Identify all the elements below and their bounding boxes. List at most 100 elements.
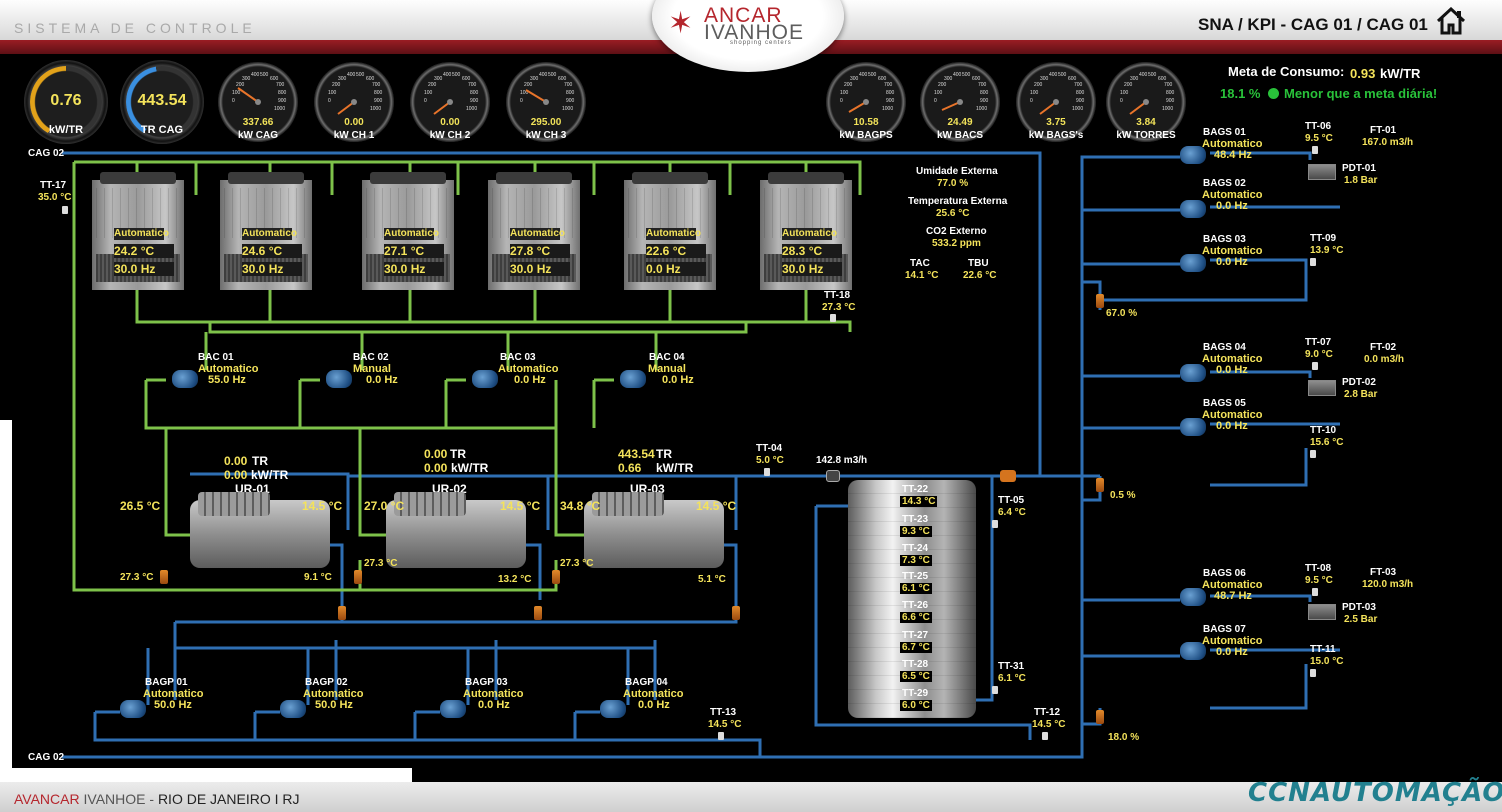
cag-top-label: CAG 02 <box>28 148 65 159</box>
tt18-value: 27.3 °C <box>822 302 856 313</box>
status-ok-icon <box>1268 88 1279 99</box>
bac-02-name: BAC 02 <box>353 352 389 363</box>
main-valve-icon[interactable] <box>1000 470 1016 482</box>
bags-03-pump-icon[interactable] <box>1180 254 1206 272</box>
bags-03-mode: Automatico <box>1202 245 1263 257</box>
loop1-valve-icon[interactable] <box>1096 294 1104 308</box>
loop1-tt-in-sensor-icon <box>1312 146 1318 154</box>
dial-tick-label: 700 <box>884 82 893 88</box>
loop2-pdt-icon <box>1308 380 1336 396</box>
loop2-pdt-value: 2.8 Bar <box>1344 389 1378 400</box>
tt12-sensor-icon <box>1042 732 1048 740</box>
bac-02-pump-icon[interactable] <box>326 370 352 388</box>
bac-03-name: BAC 03 <box>500 352 536 363</box>
bags-01-pump-icon[interactable] <box>1180 146 1206 164</box>
bags-03-name: BAGS 03 <box>1203 234 1246 245</box>
loop3-pdt-icon <box>1308 604 1336 620</box>
valve-icon[interactable] <box>552 570 560 584</box>
bags-07-pump-icon[interactable] <box>1180 642 1206 660</box>
bags-05-name: BAGS 05 <box>1203 398 1246 409</box>
bags-02-pump-icon[interactable] <box>1180 200 1206 218</box>
tt12-name: TT-12 <box>1034 707 1061 718</box>
gauge-kw-tr: 0.76 kW/TR <box>24 60 108 144</box>
tower-1-mode: Automatico <box>114 228 169 240</box>
chiller-ur03[interactable] <box>584 492 724 568</box>
ur03-cond-out: 27.3 °C <box>560 558 594 569</box>
dial-tick-label: 900 <box>566 98 575 104</box>
loop3-tt-out-name: TT-11 <box>1310 644 1336 655</box>
dial-tick-label: 600 <box>878 76 887 82</box>
loop2-valve-icon[interactable] <box>1096 478 1104 492</box>
tower-3-freq: 30.0 Hz <box>384 262 444 276</box>
tower-5-temp: 22.6 °C <box>646 244 706 258</box>
bac-02-mode: Manual <box>353 363 391 375</box>
flow-meter-icon <box>826 470 840 482</box>
tower-2-freq: 30.0 Hz <box>242 262 302 276</box>
bagp-04-name: BAGP 04 <box>625 677 668 688</box>
valve-icon[interactable] <box>354 570 362 584</box>
bac-04-pump-icon[interactable] <box>620 370 646 388</box>
bagp-02-pump-icon[interactable] <box>280 700 306 718</box>
brand-part1: CCN <box>1248 778 1311 808</box>
loop3-ft-value: 120.0 m3/h <box>1362 579 1414 590</box>
dial-tick-label: 800 <box>278 90 287 96</box>
footer-city: RIO DE JANEIRO I RJ <box>157 791 300 807</box>
cooling-tower-2[interactable]: Automatico 24.6 °C 30.0 Hz <box>220 172 312 290</box>
cooling-tower-4[interactable]: Automatico 27.8 °C 30.0 Hz <box>488 172 580 290</box>
bagp-01-name: BAGP 01 <box>145 677 188 688</box>
valve-icon[interactable] <box>160 570 168 584</box>
bags-04-pump-icon[interactable] <box>1180 364 1206 382</box>
dial-tick-label: 400 <box>443 72 452 78</box>
cooling-tower-3[interactable]: Automatico 27.1 °C 30.0 Hz <box>362 172 454 290</box>
loop2-tt-out-sensor-icon <box>1310 450 1316 458</box>
cooling-tower-5[interactable]: Automatico 22.6 °C 0.0 Hz <box>624 172 716 290</box>
cooling-tower-6[interactable]: Automatico 28.3 °C 30.0 Hz <box>760 172 852 290</box>
bags-06-pump-icon[interactable] <box>1180 588 1206 606</box>
bac-01-pump-icon[interactable] <box>172 370 198 388</box>
tt28-name: TT-28 <box>902 659 929 670</box>
dial-tick-label: 600 <box>1158 76 1167 82</box>
ur03-evap-in: 14.5 °C <box>696 499 737 513</box>
tower-1-freq: 30.0 Hz <box>114 262 174 276</box>
dial-tick-label: 400 <box>953 72 962 78</box>
ur01-tr: 0.00 <box>224 454 248 468</box>
ur01-kwtr: 0.00 <box>224 468 248 482</box>
bags-01-name: BAGS 01 <box>1203 127 1246 138</box>
dial-tick-label: 800 <box>566 90 575 96</box>
chiller-ur01[interactable] <box>190 492 330 568</box>
loop1-ft-value: 167.0 m3/h <box>1362 137 1414 148</box>
dial-tick-label: 700 <box>1074 82 1083 88</box>
cooling-tower-1[interactable]: Automatico 24.2 °C 30.0 Hz <box>92 172 184 290</box>
dial-tick-label: 300 <box>850 76 859 82</box>
ur02-kwtr: 0.00 <box>424 461 448 475</box>
ext-temp-label: Temperatura Externa <box>908 196 1008 207</box>
bagp-01-pump-icon[interactable] <box>120 700 146 718</box>
ur01-cond-out: 27.3 °C <box>120 572 154 583</box>
dial-tick-label: 1000 <box>370 106 381 112</box>
bac-03-pump-icon[interactable] <box>472 370 498 388</box>
loop3-valve-icon[interactable] <box>1096 710 1104 724</box>
bagp-03-pump-icon[interactable] <box>440 700 466 718</box>
home-icon[interactable] <box>1436 7 1466 35</box>
tower-fan-icon <box>768 172 844 184</box>
tt22-value: 14.3 °C <box>900 496 938 507</box>
tt31-value: 6.1 °C <box>998 673 1026 684</box>
bags-05-pump-icon[interactable] <box>1180 418 1206 436</box>
dial-tick-label: 500 <box>868 72 877 78</box>
valve-icon[interactable] <box>534 606 542 620</box>
dial-tick-label: 600 <box>1068 76 1077 82</box>
dial-tick-label: 500 <box>1148 72 1157 78</box>
bags-01-freq: 48.4 Hz <box>1214 149 1252 161</box>
bagp-04-pump-icon[interactable] <box>600 700 626 718</box>
meta-unit: kW/TR <box>1380 66 1421 81</box>
ur02-evap-out: 13.2 °C <box>498 574 532 585</box>
dial-kw-ch1-value: 0.00 <box>344 117 364 128</box>
dial-tick-label: 500 <box>356 72 365 78</box>
valve-icon[interactable] <box>338 606 346 620</box>
dial-tick-label: 300 <box>530 76 539 82</box>
dial-tick-label: 900 <box>374 98 383 104</box>
chiller-ur02[interactable] <box>386 492 526 568</box>
dial-tick-label: 200 <box>524 82 533 88</box>
valve-icon[interactable] <box>732 606 740 620</box>
loop1-ft-name: FT-01 <box>1370 125 1397 136</box>
